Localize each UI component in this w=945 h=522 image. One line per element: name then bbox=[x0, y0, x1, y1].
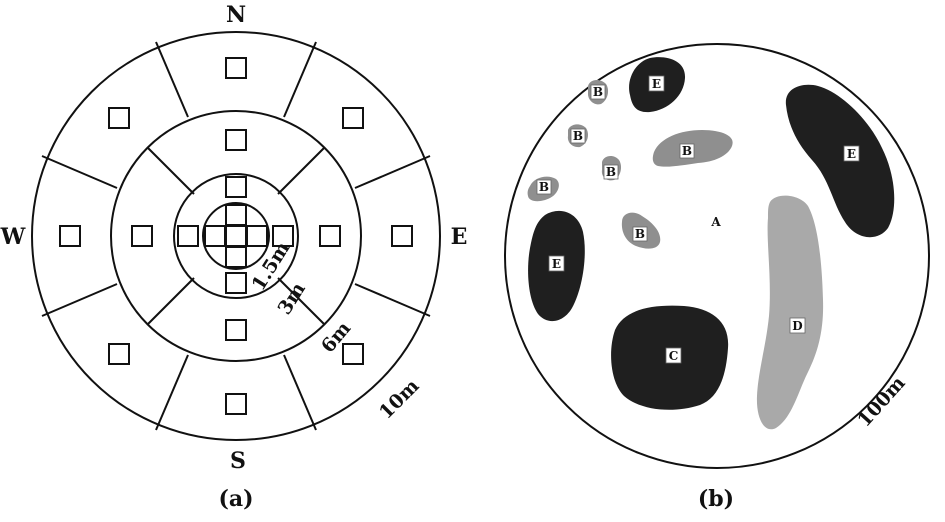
direction-east: E bbox=[451, 224, 468, 250]
label-box bbox=[570, 128, 586, 144]
caption-a: (a) bbox=[218, 486, 253, 512]
quadrat bbox=[225, 204, 247, 226]
patch-label-b: B bbox=[682, 144, 692, 158]
quadrat bbox=[225, 272, 247, 294]
radius-label-10m: 10m bbox=[375, 375, 423, 423]
quadrat bbox=[319, 225, 341, 247]
plot-boundary-100m bbox=[504, 43, 930, 469]
quadrats-inner bbox=[177, 176, 294, 294]
patch-label-b: B bbox=[593, 85, 603, 99]
patch-label-e: E bbox=[652, 77, 661, 91]
quadrat bbox=[225, 225, 247, 247]
label-box bbox=[603, 164, 619, 180]
patch-labels: E E E C D B B B B B B bbox=[536, 75, 860, 364]
ring-6m bbox=[110, 110, 362, 362]
quadrat bbox=[225, 57, 247, 79]
quadrat bbox=[204, 225, 226, 247]
patch-e-right bbox=[785, 84, 895, 238]
direction-south: S bbox=[230, 448, 246, 474]
label-box bbox=[843, 145, 860, 162]
quadrat bbox=[59, 225, 81, 247]
quadrats-middle bbox=[131, 129, 341, 341]
label-box bbox=[548, 255, 565, 272]
patch-label-b: B bbox=[539, 180, 549, 194]
quadrat bbox=[225, 393, 247, 415]
quadrat bbox=[225, 319, 247, 341]
patch-label-e: E bbox=[552, 257, 561, 271]
label-box bbox=[632, 226, 648, 242]
quadrat bbox=[225, 176, 247, 198]
quadrat bbox=[225, 129, 247, 151]
patch-label-b: B bbox=[606, 165, 616, 179]
label-box bbox=[590, 84, 606, 100]
quadrat bbox=[131, 225, 153, 247]
quadrat bbox=[225, 246, 247, 268]
quadrat bbox=[108, 107, 130, 129]
caption-b: (b) bbox=[698, 486, 734, 512]
ring-10m bbox=[31, 31, 441, 441]
quadrat bbox=[342, 343, 364, 365]
label-box bbox=[789, 317, 806, 334]
label-box bbox=[679, 143, 695, 159]
background-label-a: A bbox=[710, 215, 721, 229]
label-box bbox=[665, 347, 682, 364]
direction-west: W bbox=[0, 224, 26, 250]
patch-label-b: B bbox=[635, 227, 645, 241]
label-box bbox=[536, 179, 552, 195]
patch-label-b: B bbox=[573, 129, 583, 143]
quadrat bbox=[391, 225, 413, 247]
quadrat bbox=[342, 107, 364, 129]
patch-label-d: D bbox=[792, 319, 802, 333]
label-box bbox=[648, 75, 665, 92]
quadrat bbox=[108, 343, 130, 365]
quadrat bbox=[272, 225, 294, 247]
radius-label-100m: 100m bbox=[853, 372, 909, 431]
radius-label-3m: 3m bbox=[274, 279, 310, 319]
quadrats-outer bbox=[59, 57, 413, 415]
panel-b-habitat-map: E E E C D B B B B B B A 100m (b) bbox=[504, 43, 930, 512]
ring-3m bbox=[173, 173, 299, 299]
quadrat bbox=[246, 225, 268, 247]
panel-a-sampling-plot: N S W E 1.5m 3m 6m 10m (a) bbox=[0, 2, 467, 512]
ring-1.5m bbox=[202, 202, 270, 270]
patch-label-e: E bbox=[847, 147, 856, 161]
quadrats-center-cross bbox=[204, 204, 268, 268]
outer-sector-dividers bbox=[41, 41, 431, 431]
patch-label-c: C bbox=[669, 349, 679, 363]
patch-d bbox=[756, 195, 824, 430]
inner-sector-dividers bbox=[147, 147, 325, 325]
quadrat bbox=[177, 225, 199, 247]
direction-north: N bbox=[226, 2, 246, 28]
